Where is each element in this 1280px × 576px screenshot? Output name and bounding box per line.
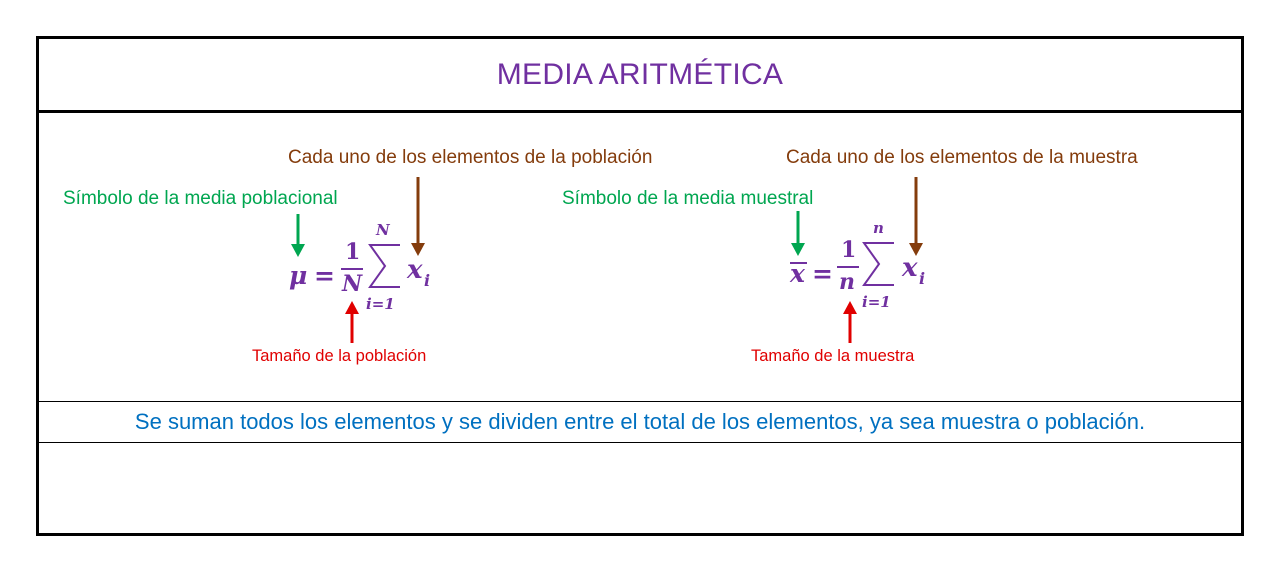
diagram-frame: MEDIA ARITMÉTICA Cada uno de los element…: [36, 36, 1244, 536]
sample-denominator: n: [839, 269, 855, 295]
population-size-arrow: [345, 301, 359, 343]
sample-sum-upper-limit: n: [873, 219, 884, 237]
population-summation-sign: [368, 244, 400, 288]
population-size-label: Tamaño de la población: [252, 347, 427, 365]
sample-symbol-label: Símbolo de la media muestral: [562, 188, 814, 209]
sample-mean-overbar: [790, 262, 807, 264]
population-numerator: 1: [345, 239, 361, 265]
population-sum-upper-limit: N: [376, 221, 390, 239]
population-term: x: [407, 255, 423, 285]
population-fraction-bar: [341, 268, 363, 270]
sample-size-arrow: [843, 301, 857, 343]
empty-row: [39, 443, 1241, 533]
sample-fraction-bar: [837, 266, 859, 268]
population-equals-sign: =: [314, 261, 335, 290]
sample-equals-sign: =: [812, 259, 833, 288]
sample-elements-arrow: [909, 177, 923, 256]
sample-size-label: Tamaño de la muestra: [751, 347, 915, 365]
population-mean-symbol: μ: [289, 261, 308, 290]
sample-term-subscript: i: [919, 269, 926, 288]
population-denominator: N: [342, 271, 363, 297]
sample-mean-symbol: x: [790, 259, 805, 288]
population-elements-arrow: [411, 177, 425, 256]
sample-symbol-arrow: [791, 211, 805, 256]
sample-numerator: 1: [841, 237, 857, 263]
population-elements-label: Cada uno de los elementos de la població…: [288, 147, 653, 168]
population-term-subscript: i: [424, 271, 431, 290]
sample-summation-sign: [862, 242, 894, 286]
formula-area: Cada uno de los elementos de la població…: [39, 113, 1241, 402]
title-row: MEDIA ARITMÉTICA: [39, 39, 1241, 113]
summary-row: Se suman todos los elementos y se divide…: [39, 401, 1241, 443]
diagram-title: MEDIA ARITMÉTICA: [496, 57, 784, 91]
population-symbol-arrow: [291, 214, 305, 257]
summary-note: Se suman todos los elementos y se divide…: [134, 409, 1146, 434]
sample-term: x: [902, 253, 918, 283]
population-sum-lower-limit: i=1: [366, 295, 395, 313]
population-symbol-label: Símbolo de la media poblacional: [63, 188, 338, 209]
sample-sum-lower-limit: i=1: [862, 293, 891, 311]
sample-elements-label: Cada uno de los elementos de la muestra: [786, 147, 1138, 168]
